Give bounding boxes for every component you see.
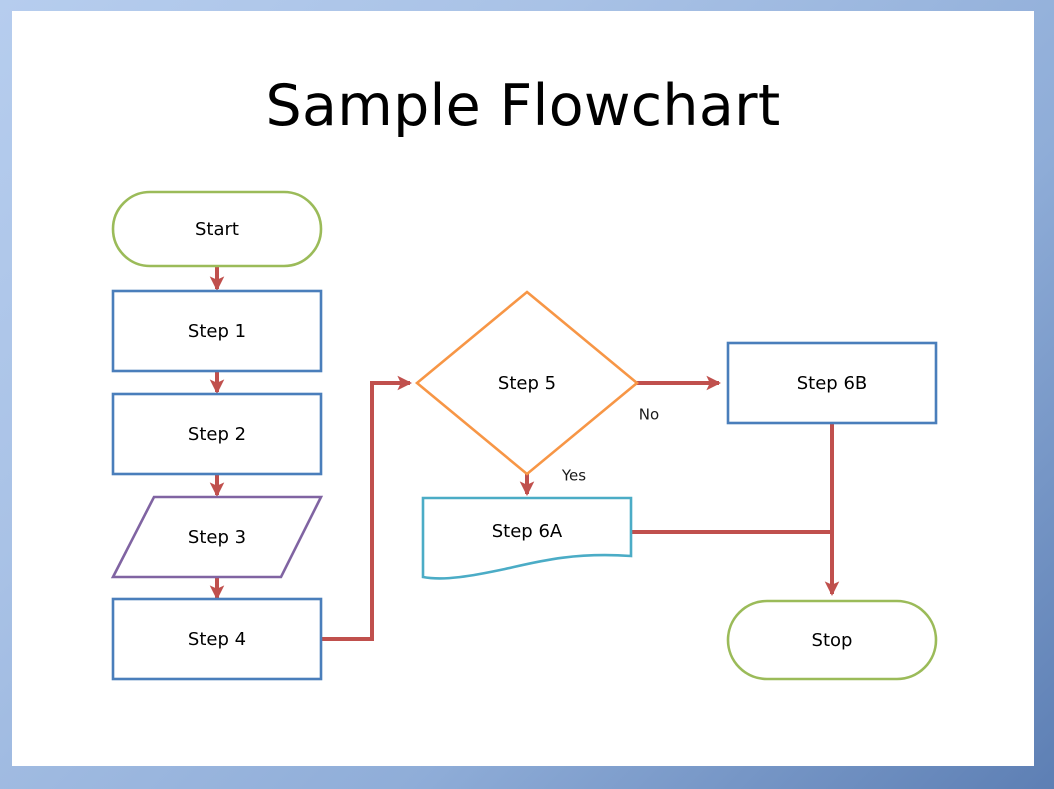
node-step6a[interactable]: Step 6A xyxy=(421,496,633,580)
stop-label: Stop xyxy=(812,630,853,651)
step6a-label: Step 6A xyxy=(492,521,563,542)
node-step4[interactable]: Step 4 xyxy=(111,597,323,681)
step1-shape xyxy=(111,289,323,373)
step4-shape xyxy=(111,597,323,681)
step3-shape xyxy=(110,495,324,579)
slide-canvas: Sample Flowchart xyxy=(12,11,1034,766)
node-stop[interactable]: Stop xyxy=(726,599,938,681)
step4-label: Step 4 xyxy=(188,629,246,650)
step3-label: Step 3 xyxy=(188,527,246,548)
connector-step4-to-step5 xyxy=(321,375,412,641)
node-start[interactable]: Start xyxy=(111,190,323,268)
stop-shape xyxy=(726,599,938,681)
start-label: Start xyxy=(195,219,239,240)
step6a-shape xyxy=(421,496,633,580)
step6b-label: Step 6B xyxy=(797,373,868,394)
node-step6b[interactable]: Step 6B xyxy=(726,341,938,425)
edge-label-no: No xyxy=(639,406,659,424)
step2-label: Step 2 xyxy=(188,424,246,445)
node-step2[interactable]: Step 2 xyxy=(111,392,323,476)
step1-label: Step 1 xyxy=(188,321,246,342)
page-title: Sample Flowchart xyxy=(265,73,781,139)
start-shape xyxy=(111,190,323,268)
node-step1[interactable]: Step 1 xyxy=(111,289,323,373)
step5-label: Step 5 xyxy=(498,373,556,394)
node-step5[interactable]: Step 5 xyxy=(414,290,640,476)
edge-label-yes: Yes xyxy=(561,467,586,485)
step5-shape xyxy=(414,290,640,476)
node-step3[interactable]: Step 3 xyxy=(110,495,324,579)
flowchart-canvas: Start Step 1 Step 2 Step 3 Step 4 xyxy=(110,190,938,681)
connector-group xyxy=(209,266,840,641)
step6b-shape xyxy=(726,341,938,425)
step2-shape xyxy=(111,392,323,476)
